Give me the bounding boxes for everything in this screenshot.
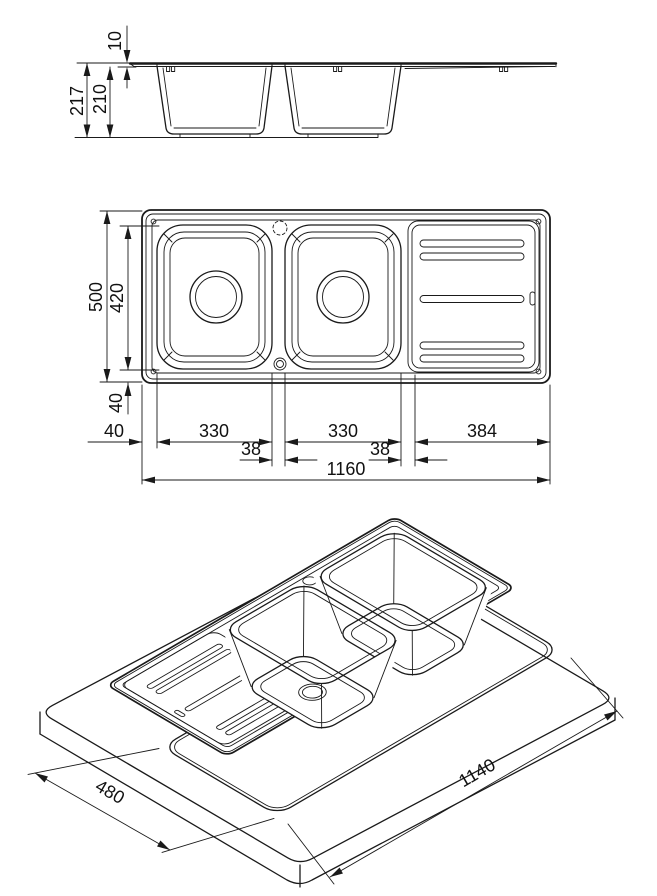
dim-bottom-margin-label: 40 xyxy=(106,393,126,413)
overflow-hole xyxy=(273,357,287,371)
top-plan-view: 500 420 40 40 330 38 xyxy=(86,209,551,485)
dim-drainer-length: 384 xyxy=(414,421,551,446)
dim-overall-depth: 500 xyxy=(86,210,111,383)
dim-divider-one: 38 xyxy=(239,439,318,464)
side-elevation-view: 10 217 210 xyxy=(67,25,558,138)
dim-overall-height-label: 217 xyxy=(67,86,87,116)
tap-hole xyxy=(272,220,288,236)
bowl-two-profile xyxy=(284,65,402,138)
dim-divider-two: 38 xyxy=(368,439,448,464)
drainer-plan xyxy=(407,220,540,373)
dim-left-margin-label: 40 xyxy=(104,421,124,441)
near-bowl-iso xyxy=(222,582,403,733)
dim-overall-length-label: 1160 xyxy=(327,459,366,479)
corner-screws xyxy=(150,218,542,375)
drainer-rib xyxy=(419,252,525,261)
dim-drainer-length-label: 384 xyxy=(467,421,497,441)
dim-rim-thickness: 10 xyxy=(105,25,131,89)
dim-overall-length: 1160 xyxy=(141,459,551,484)
bowl-two-plan xyxy=(284,224,402,370)
isometric-view: 480 1140 xyxy=(27,517,624,888)
dim-rim-thickness-label: 10 xyxy=(105,31,125,51)
dim-bowl-depth: 210 xyxy=(90,66,114,138)
dim-bowl-opening-depth-label: 420 xyxy=(107,283,127,313)
drainer-rib xyxy=(419,354,525,363)
bowl-one-plan xyxy=(156,224,273,370)
dim-bowl-two-width-label: 330 xyxy=(328,421,358,441)
plan-extension-lines xyxy=(99,210,551,485)
bowl-one-profile xyxy=(156,65,273,138)
mounting-clips xyxy=(166,66,509,72)
drainer-rib xyxy=(419,295,525,303)
dim-bowl-one-width-label: 330 xyxy=(199,421,229,441)
drainer-rib xyxy=(419,239,525,248)
dim-bowl-opening-depth: 420 xyxy=(107,225,132,371)
dim-divider-one-label: 38 xyxy=(241,439,261,459)
dim-left-margin: 40 xyxy=(87,421,143,446)
sink-rim-profile xyxy=(128,62,558,69)
sink-outline xyxy=(141,209,551,384)
drain-iso xyxy=(293,681,332,704)
sink-isometric xyxy=(107,517,542,772)
dim-overall-depth-label: 500 xyxy=(86,282,106,312)
dim-bowl-one-width: 330 xyxy=(156,421,273,446)
drainer-slot xyxy=(529,291,536,306)
dim-bowl-two-width: 330 xyxy=(284,421,402,446)
dim-overall-height: 217 xyxy=(67,62,91,138)
dim-divider-two-label: 38 xyxy=(370,439,390,459)
drainer-slot-iso xyxy=(174,710,186,717)
dim-bowl-depth-label: 210 xyxy=(90,84,110,114)
dim-bottom-margin: 40 xyxy=(106,382,132,415)
drainer-rib xyxy=(419,341,525,350)
